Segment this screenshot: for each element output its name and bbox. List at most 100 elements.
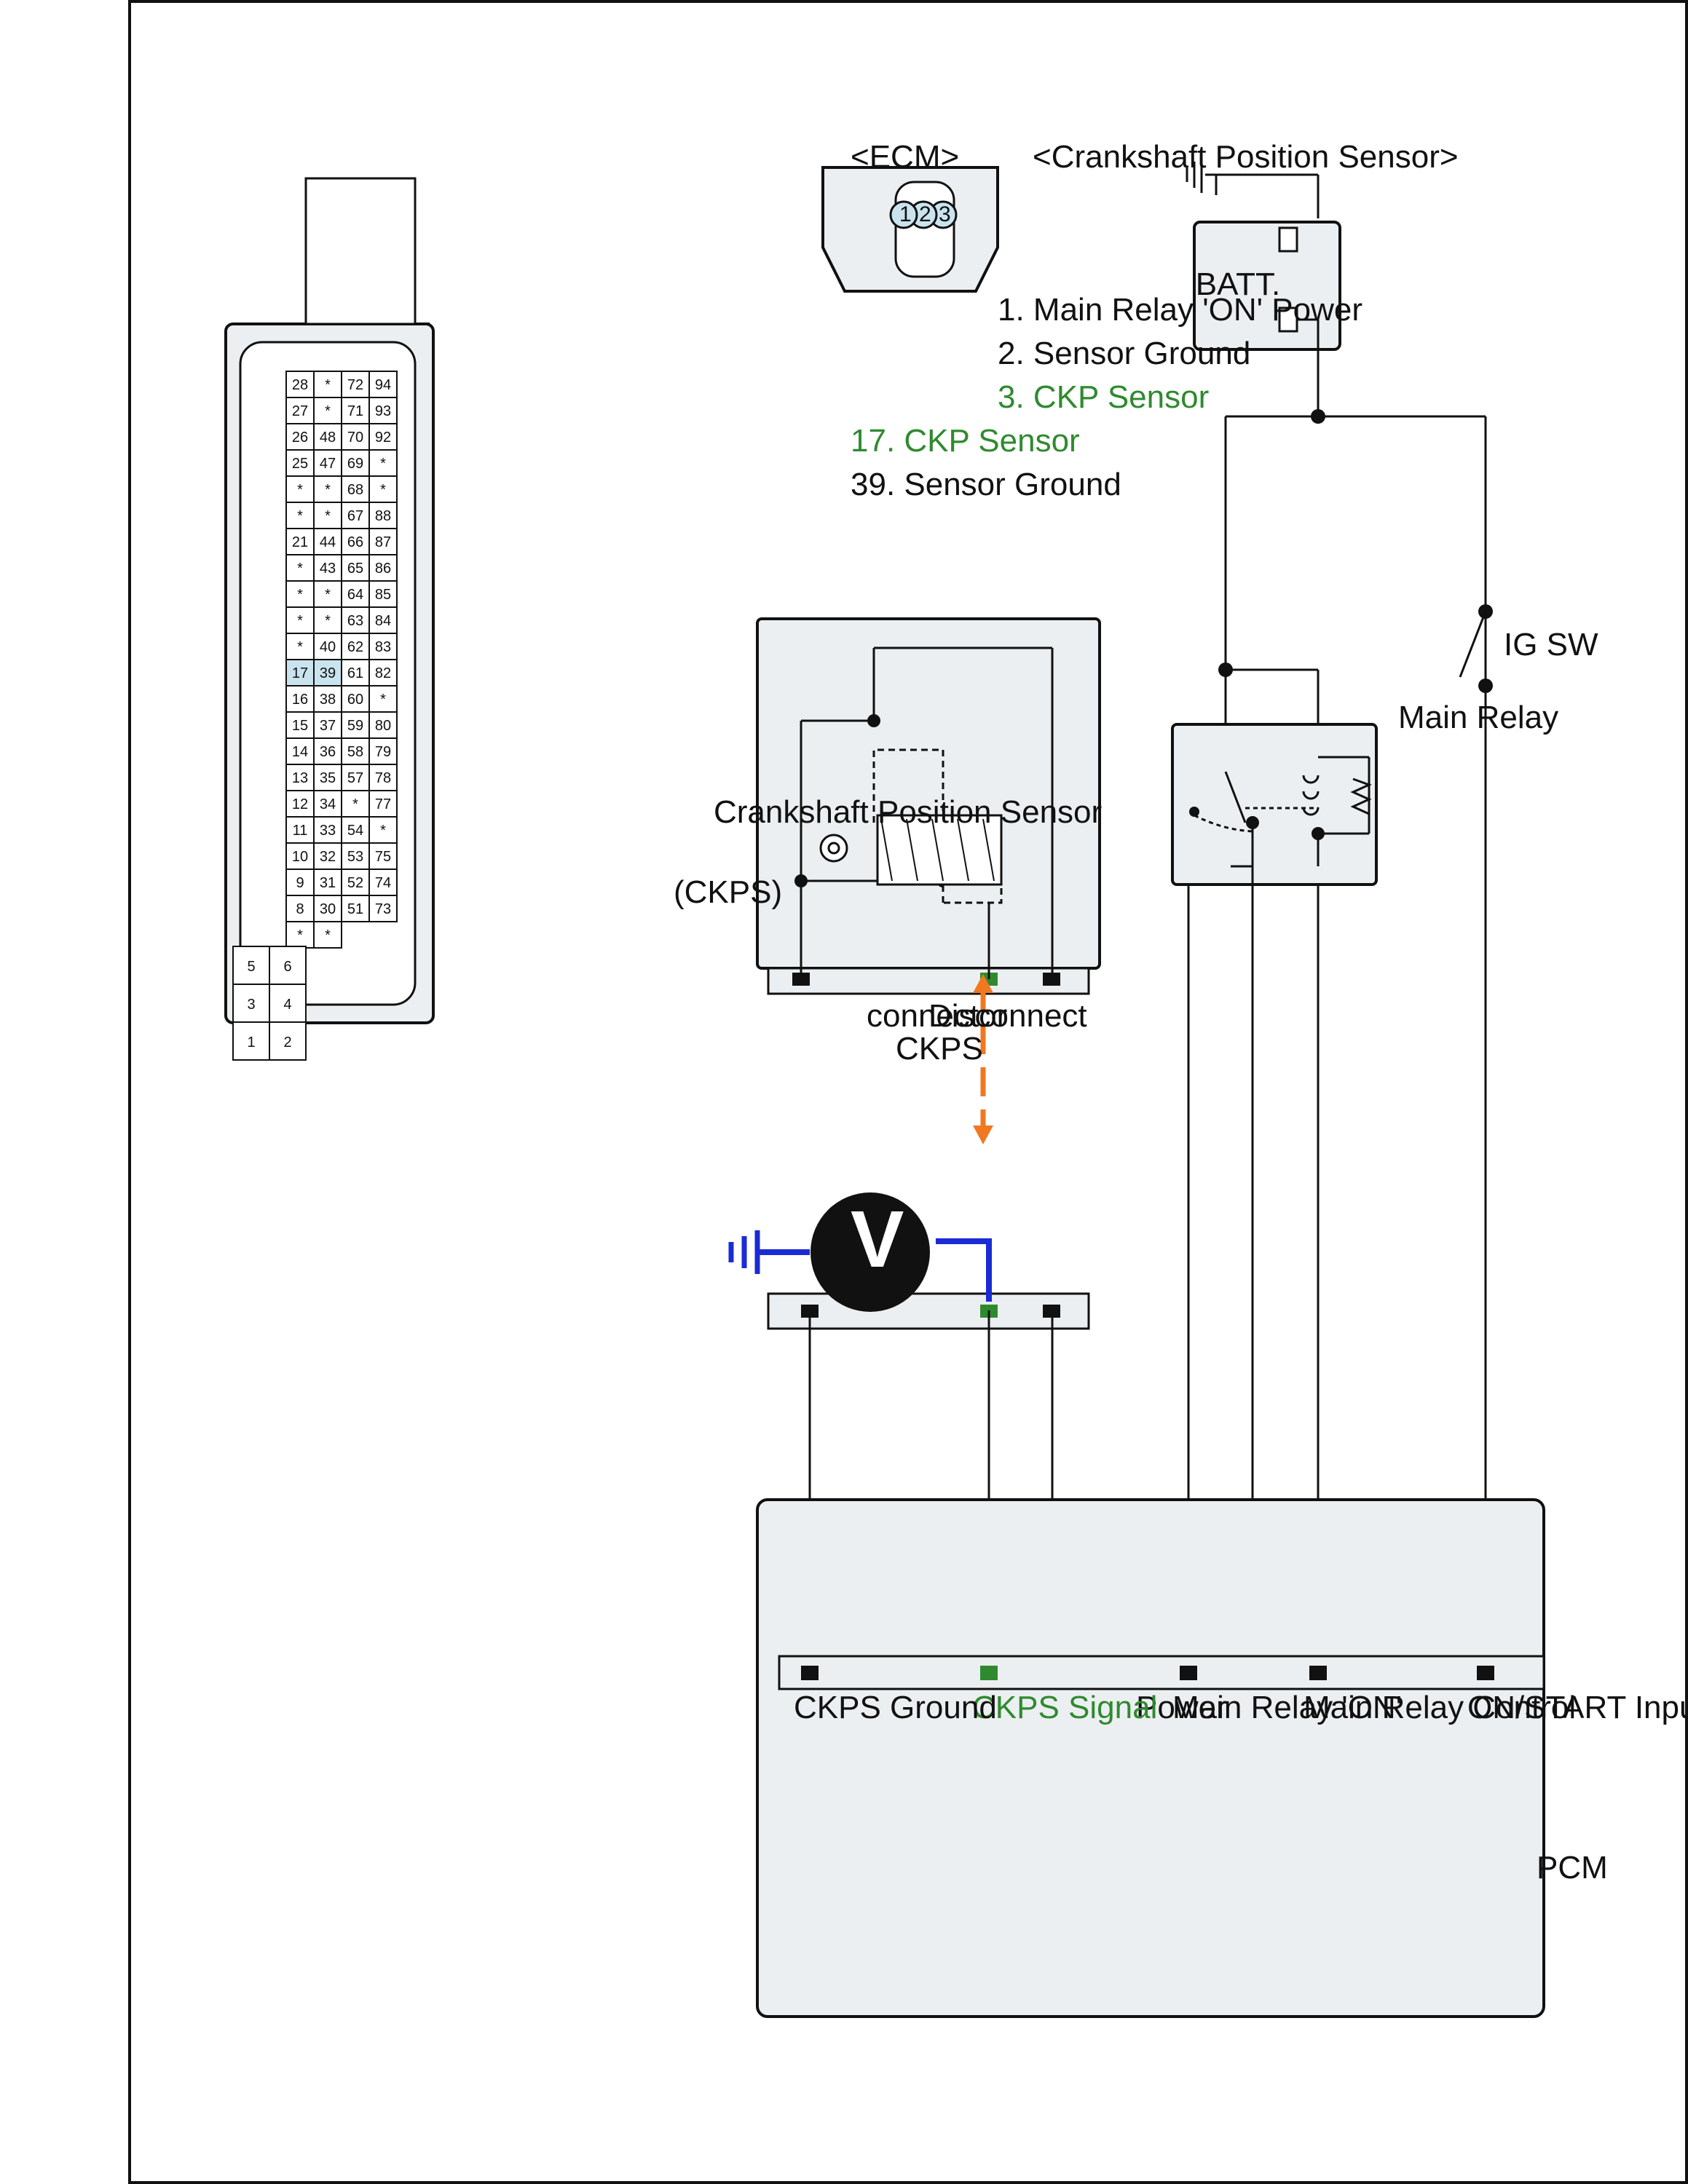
ecm-pin-label: 32 [320, 849, 336, 865]
ecm-pin-label: 83 [375, 639, 391, 655]
ecm-pin-label: 84 [375, 613, 391, 629]
ecm-pin-label: 66 [347, 534, 363, 550]
ecm-pin-label: 82 [375, 665, 391, 681]
ecm-pin-label: * [380, 823, 386, 839]
ecm-pin-label: 31 [320, 875, 336, 891]
ecm-pin-label: * [297, 927, 303, 943]
pcm-pin-relay-control: Main Relay Control [1304, 1690, 1576, 1725]
ecm-pin-label: 48 [320, 430, 336, 446]
ecm-pin-label: 11 [293, 823, 308, 839]
ecm-pin-label: 51 [347, 901, 363, 917]
ecm-pin-label: 34 [320, 796, 336, 812]
ecm-title: <ECM> [851, 139, 959, 175]
ecm-pin-label: 12 [292, 796, 308, 812]
ecm-pin-label: 38 [320, 692, 336, 708]
voltmeter-body [811, 1192, 930, 1312]
ecm-pin-label: 57 [347, 770, 363, 786]
ecm-pin-label: 47 [320, 456, 336, 472]
pcm-pin-ckps-ground: CKPS Ground [794, 1690, 997, 1725]
ecm-pin-label: 63 [347, 613, 363, 629]
pcm-pin-relay-power-2: Power [1136, 1690, 1227, 1725]
ecm-pin-label: 71 [347, 403, 363, 419]
ecm-pin-label: 70 [347, 430, 363, 446]
ecm-pin-label: * [325, 403, 331, 419]
ecm-pin-label: 17 [292, 665, 308, 681]
ecm-pin-label: 62 [347, 639, 363, 655]
pcm-pin-on-start: ON/START Input [1467, 1690, 1688, 1725]
battery-label: BATT. [1196, 266, 1281, 302]
sensor-pin-1: 1 [899, 202, 912, 226]
ecm-pin-label: 16 [292, 692, 308, 708]
disconnect-arrow: Disconnect CKPS connector [867, 974, 1087, 1144]
ecm-pin-label: 77 [375, 796, 391, 812]
ecm-pin-label: 73 [375, 901, 391, 917]
ecm-pin-label: 35 [320, 770, 336, 786]
ecm-pin-label: 64 [347, 587, 363, 603]
ecm-connector-view: <ECM> 17. CKP Sensor 39. Sensor Ground 9… [224, 139, 1121, 1061]
ecm-pin-label: * [325, 377, 331, 393]
pcm-pin-relay-power-1: Main Relay 'ON' [1172, 1690, 1402, 1725]
ecm-pin-label: * [297, 508, 303, 524]
ecm-pin-label: 78 [375, 770, 391, 786]
ecm-pin-label: 72 [347, 377, 363, 393]
ecm-pin-label: 14 [292, 744, 308, 760]
ecm-pin-label: * [325, 613, 331, 629]
ecm-pin-label: 13 [292, 770, 308, 786]
ecm-pin-label: * [325, 587, 331, 603]
sensor-legend-1: 1. Main Relay 'ON' Power [998, 292, 1362, 328]
ecm-pin-label: * [380, 456, 386, 472]
ecm-pin-label: 87 [375, 534, 391, 550]
crankshaft-position-sensor: Crankshaft Position Sensor (CKPS) [674, 617, 1102, 995]
ecm-legend-39: 39. Sensor Ground [851, 467, 1121, 502]
main-relay-label: Main Relay [1398, 700, 1558, 735]
ecm-pin-label: 61 [347, 665, 363, 681]
ecm-aux-pin-label: 3 [247, 997, 255, 1013]
ecm-pin-label: 74 [375, 875, 391, 891]
voltmeter-symbol: V [851, 1195, 904, 1284]
ecm-pin-label: * [325, 508, 331, 524]
ecm-pin-label: 8 [296, 901, 304, 917]
disconnect-line2: CKPS [896, 1031, 983, 1067]
ecm-pin-label: 65 [347, 561, 363, 577]
ecm-pin-label: 93 [375, 403, 391, 419]
ecm-pin-label: 92 [375, 430, 391, 446]
ecm-pin-label: 94 [375, 377, 391, 393]
pcm: PCM ON/START Input Main Relay Control Ma… [756, 1498, 1688, 2018]
ecm-pin-label: 28 [292, 377, 308, 393]
ecm-pin-label: 85 [375, 587, 391, 603]
ecm-aux-pin-label: 1 [247, 1034, 255, 1051]
ecm-pin-label: * [297, 482, 303, 498]
main-relay-body [1171, 723, 1378, 886]
disconnect-line1: Disconnect [928, 998, 1087, 1034]
ecm-pin-label: * [297, 639, 303, 655]
pcm-pin-ckps-signal: CKPS Signal [972, 1690, 1157, 1725]
ecm-pin-label: * [380, 482, 386, 498]
ckps-label-line1: Crankshaft Position Sensor [714, 794, 1102, 830]
main-relay: Main Relay [1171, 700, 1558, 886]
ckps-label-line2: (CKPS) [674, 874, 782, 910]
ecm-pin-label: 10 [292, 849, 308, 865]
ecm-pin-label: 59 [347, 718, 363, 734]
ecm-pin-label: 39 [320, 665, 336, 681]
ecm-pin-label: 80 [375, 718, 391, 734]
ecm-pin-label: 52 [347, 875, 363, 891]
ecm-pin-label: 26 [292, 430, 308, 446]
ecm-legend-17: 17. CKP Sensor [851, 423, 1080, 459]
ecm-aux-pin-cell [232, 1021, 270, 1061]
disconnect-line3: connector [867, 998, 1007, 1034]
ecm-pin-label: 37 [320, 718, 336, 734]
ecm-pin-label: 33 [320, 823, 336, 839]
ecm-pin-label: 88 [375, 508, 391, 524]
ecm-aux-pin-label: 2 [283, 1034, 291, 1051]
ecm-pin-label: 58 [347, 744, 363, 760]
ecm-pin-label: 44 [320, 534, 336, 550]
ecm-pin-label: 79 [375, 744, 391, 760]
ecm-pin-label: * [380, 692, 386, 708]
ecm-pin-label: 25 [292, 456, 308, 472]
battery: BATT. [1193, 175, 1341, 416]
ecm-pin-label: 36 [320, 744, 336, 760]
ground-symbol [1186, 157, 1318, 195]
ecm-pin-label: 54 [347, 823, 363, 839]
